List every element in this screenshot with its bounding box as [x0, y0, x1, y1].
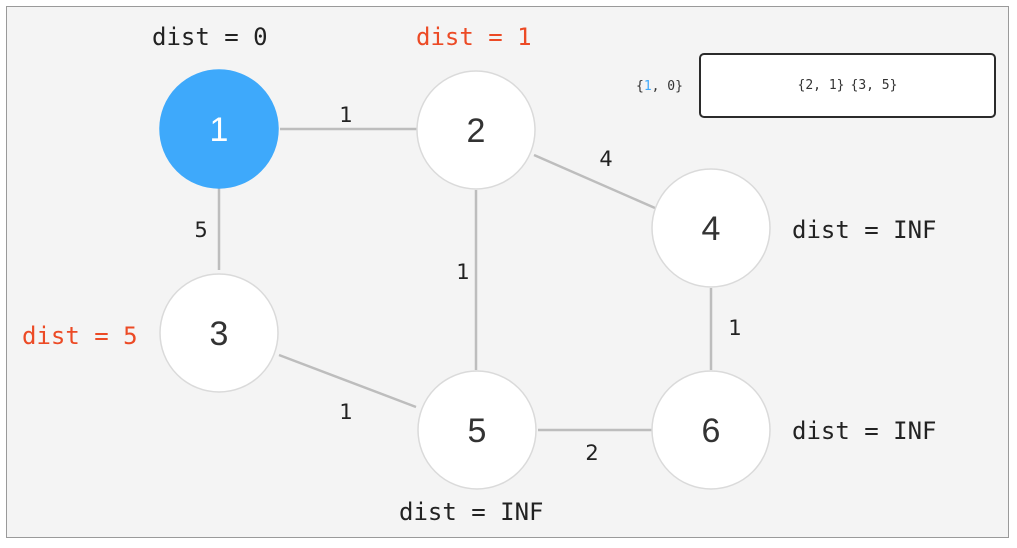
node-1[interactable]: 1	[159, 69, 279, 189]
node-5-label: 5	[468, 412, 487, 450]
node-1-label: 1	[210, 111, 229, 149]
node-6[interactable]: 6	[651, 370, 771, 490]
node-2[interactable]: 2	[416, 70, 536, 190]
distance-label-node-1: dist = 0	[152, 23, 268, 51]
distance-label-node-5: dist = INF	[399, 498, 544, 526]
popped-open: {	[636, 79, 644, 94]
edge-weight-1-3: 5	[194, 218, 207, 242]
edge-weight-1-2: 1	[339, 103, 352, 127]
popped-rest: , 0}	[651, 79, 683, 94]
priority-queue-popped-item: {1, 0}	[636, 79, 683, 94]
edge-3-5	[278, 353, 417, 409]
popped-node: 1	[643, 79, 652, 94]
node-3[interactable]: 3	[159, 273, 279, 393]
edge-weight-5-6: 2	[585, 441, 598, 465]
node-2-label: 2	[467, 112, 486, 150]
priority-queue-box: {2, 1} {3, 5}	[699, 53, 996, 118]
edge-weight-2-5: 1	[456, 260, 469, 284]
edge-weight-2-4: 4	[599, 147, 612, 171]
distance-label-node-6: dist = INF	[792, 417, 937, 445]
node-5[interactable]: 5	[417, 370, 537, 490]
distance-label-node-3: dist = 5	[22, 322, 138, 350]
edge-weight-3-5: 1	[339, 400, 352, 424]
edge-weight-4-6: 1	[728, 316, 741, 340]
node-4-label: 4	[702, 210, 721, 248]
distance-label-node-2: dist = 1	[416, 23, 532, 51]
node-3-label: 3	[210, 315, 229, 353]
priority-queue-item: {2, 1}	[797, 78, 845, 93]
edge-2-4	[533, 153, 656, 210]
distance-label-node-4: dist = INF	[792, 216, 937, 244]
node-6-label: 6	[702, 412, 721, 450]
node-4[interactable]: 4	[651, 168, 771, 288]
priority-queue-item: {3, 5}	[850, 78, 898, 93]
